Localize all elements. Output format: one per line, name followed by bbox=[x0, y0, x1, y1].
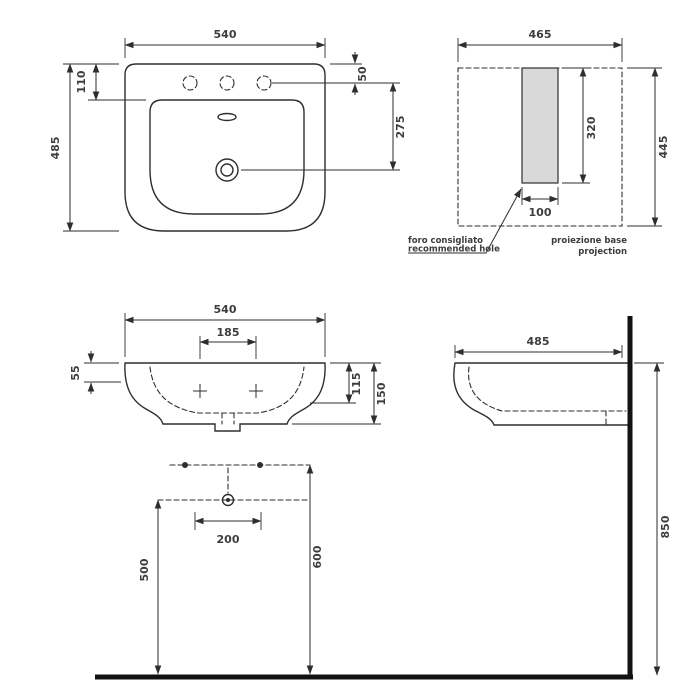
extension-line bbox=[63, 63, 119, 232]
caption-projection: projection bbox=[578, 247, 627, 257]
note-recommended-hole: recommended hole bbox=[408, 245, 500, 255]
front-tap-cross-right bbox=[249, 384, 263, 398]
extension-line bbox=[124, 38, 326, 58]
dim-hole-width: 100 bbox=[529, 206, 552, 219]
dim-tap-offset: 50 bbox=[356, 66, 369, 82]
dim-total-height: 150 bbox=[375, 382, 388, 405]
note-foro-consigliato: foro consigliato bbox=[408, 236, 483, 246]
dim-rim-to-basin: 110 bbox=[75, 70, 88, 93]
plan-outline bbox=[124, 63, 326, 232]
dim-projection-width: 465 bbox=[529, 28, 552, 41]
extension-line bbox=[272, 63, 400, 84]
dim-tap-spacing: 185 bbox=[217, 326, 240, 339]
extension-line bbox=[84, 362, 121, 383]
extension-line bbox=[457, 38, 623, 62]
caption-proiezione-base: proiezione base bbox=[551, 236, 627, 246]
plan-tap-hole-left bbox=[182, 75, 198, 91]
plan-drain-outer bbox=[215, 158, 239, 182]
dim-plan-depth: 485 bbox=[49, 137, 62, 160]
side-view: 485 850 bbox=[95, 316, 672, 680]
drain-symbol-inner bbox=[226, 498, 230, 502]
extension-line bbox=[521, 187, 559, 205]
leader-line-recommended-hole bbox=[408, 188, 522, 254]
dim-plan-width: 540 bbox=[214, 28, 237, 41]
dim-front-width: 540 bbox=[214, 303, 237, 316]
dim-drain-height: 500 bbox=[138, 558, 151, 581]
plan-overflow-slot bbox=[217, 112, 237, 122]
dim-trap-width: 200 bbox=[217, 533, 240, 546]
front-view: 540 185 55 115 150 200 500 600 bbox=[69, 303, 388, 675]
front-outline bbox=[124, 362, 326, 432]
dim-projection-depth: 445 bbox=[657, 136, 670, 159]
side-basin-dashed bbox=[468, 366, 627, 412]
front-tap-cross-left bbox=[193, 384, 207, 398]
dim-basin-depth: 115 bbox=[350, 373, 363, 396]
plan-basin-outline bbox=[149, 99, 305, 215]
extension-line bbox=[310, 362, 381, 404]
front-trap-dashed bbox=[221, 412, 235, 425]
dim-hole-height: 320 bbox=[585, 116, 598, 139]
dim-tap-to-drain: 275 bbox=[394, 116, 407, 139]
dim-fixing-height: 600 bbox=[311, 545, 324, 568]
plan-drain-inner bbox=[220, 163, 234, 177]
projection-view: 465 445 320 100 foro consigliato recomme… bbox=[408, 28, 670, 257]
front-basin-dashed bbox=[149, 366, 305, 414]
fixing-hole-right bbox=[257, 462, 263, 468]
side-outline bbox=[453, 362, 629, 426]
fixing-hole-left bbox=[182, 462, 188, 468]
plan-tap-hole-center bbox=[219, 75, 235, 91]
plan-tap-hole-right bbox=[256, 75, 272, 91]
recommended-hole-area bbox=[521, 67, 559, 184]
dim-rim: 55 bbox=[69, 365, 82, 380]
dim-side-depth: 485 bbox=[527, 335, 550, 348]
plan-view: 540 485 110 50 275 bbox=[49, 28, 407, 232]
extension-line bbox=[199, 336, 257, 359]
dim-rim-height: 850 bbox=[659, 515, 672, 538]
